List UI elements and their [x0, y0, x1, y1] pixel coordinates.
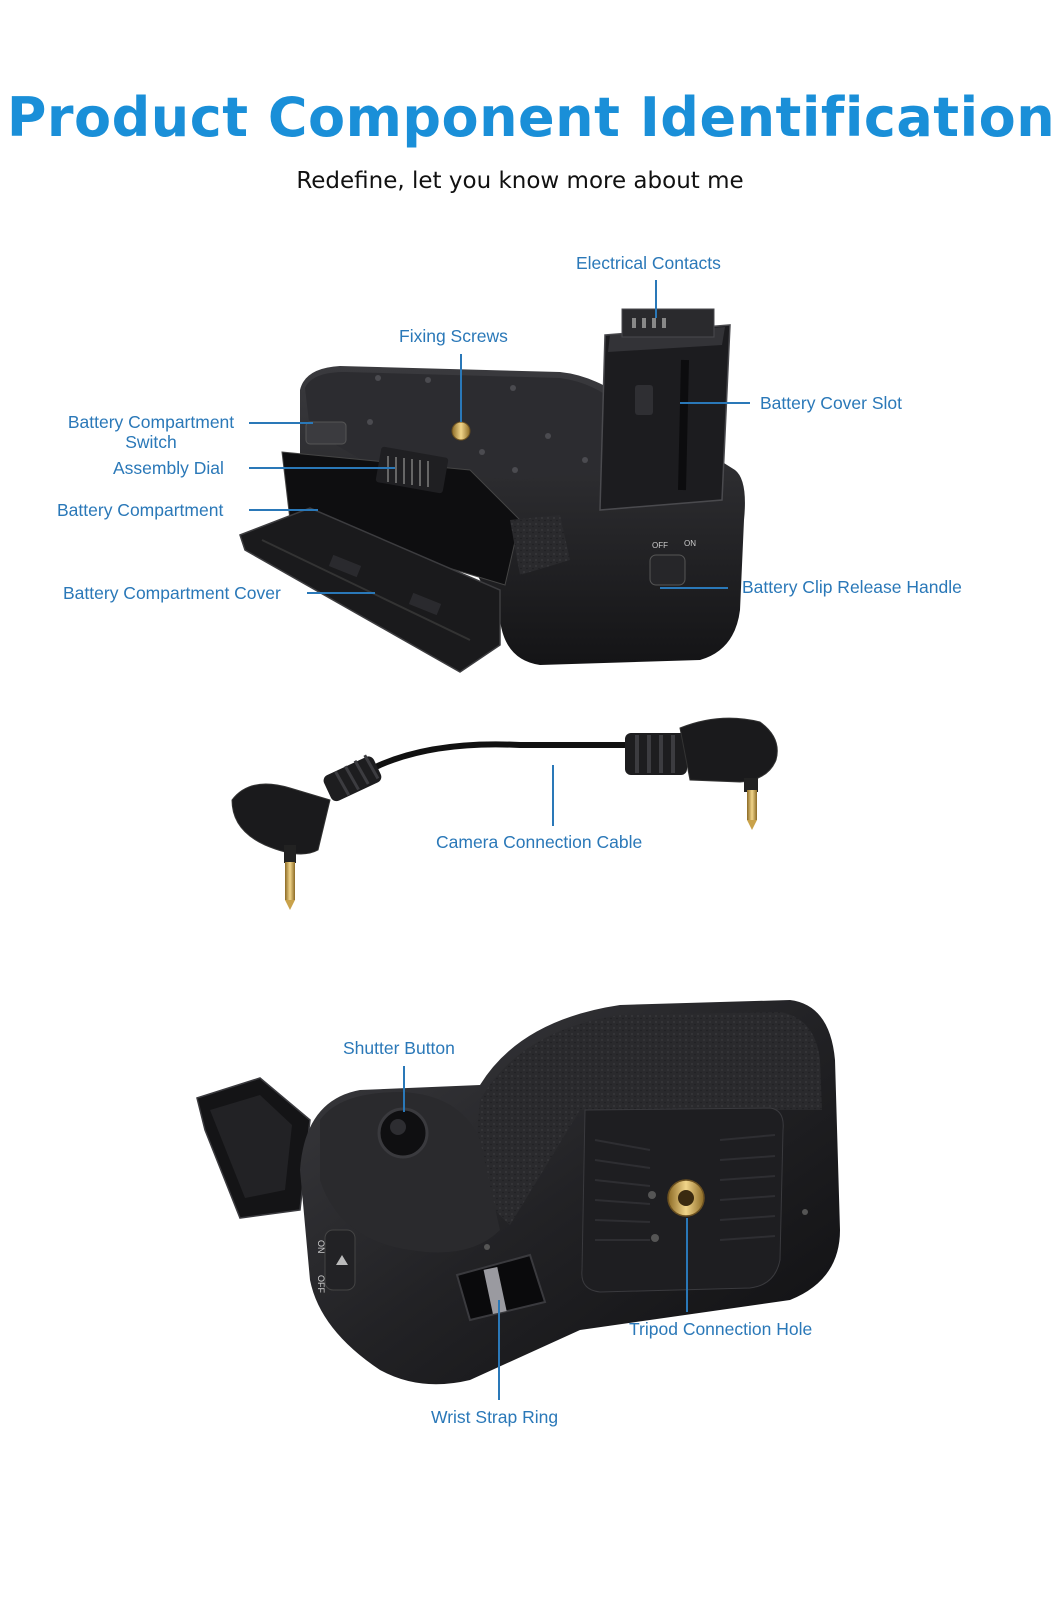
label-shutter-button: Shutter Button — [343, 1038, 455, 1058]
grip-bottom-view: ON OFF — [196, 1000, 840, 1385]
battery-insert — [599, 324, 731, 511]
cable-wire — [357, 741, 633, 778]
bottom-switch-on-text: ON — [316, 1240, 326, 1254]
label-battery-compartment-switch: Battery Compartment Switch — [56, 412, 246, 452]
cable-left-strain-relief — [323, 754, 382, 802]
fixing-screw — [451, 421, 471, 441]
camera-cable — [231, 717, 778, 910]
top-switch-on-text: ON — [684, 539, 696, 548]
cable-left-plug — [231, 783, 331, 855]
wrist-strap-bar — [483, 1267, 507, 1314]
label-battery-compartment-switch-line2: Switch — [125, 432, 177, 452]
battery-compartment-cover — [239, 507, 501, 673]
cable-right-plug — [679, 717, 778, 783]
label-assembly-dial: Assembly Dial — [113, 458, 224, 478]
label-wrist-strap-ring: Wrist Strap Ring — [431, 1407, 559, 1427]
label-battery-compartment-switch-line1: Battery Compartment — [67, 412, 235, 432]
clip-release-handle — [649, 554, 686, 586]
label-camera-connection-cable: Camera Connection Cable — [436, 832, 643, 852]
grip-top-view: OFF ON — [239, 308, 745, 673]
label-battery-compartment-cover: Battery Compartment Cover — [63, 583, 281, 603]
label-electrical-contacts: Electrical Contacts — [576, 253, 721, 273]
page-subtitle: Redefine, let you know more about me — [296, 168, 744, 194]
label-battery-compartment: Battery Compartment — [57, 500, 224, 520]
bottom-switch-off-text: OFF — [316, 1275, 326, 1293]
cable-right-gold-pin — [747, 790, 757, 820]
label-fixing-screws: Fixing Screws — [399, 326, 508, 346]
compartment-switch — [305, 421, 347, 445]
electrical-contacts-block — [621, 308, 715, 338]
cable-right-strain-relief — [625, 733, 687, 775]
top-switch-off-text: OFF — [652, 541, 668, 550]
label-tripod-connection-hole: Tripod Connection Hole — [629, 1319, 813, 1339]
leader-lines — [249, 280, 750, 1400]
label-battery-cover-slot: Battery Cover Slot — [760, 393, 902, 413]
page-title: Product Component Identification — [6, 86, 1056, 149]
cable-left-gold-pin — [285, 862, 295, 900]
label-battery-clip-release-handle: Battery Clip Release Handle — [742, 577, 962, 597]
bottom-grip-texture — [475, 1012, 822, 1225]
